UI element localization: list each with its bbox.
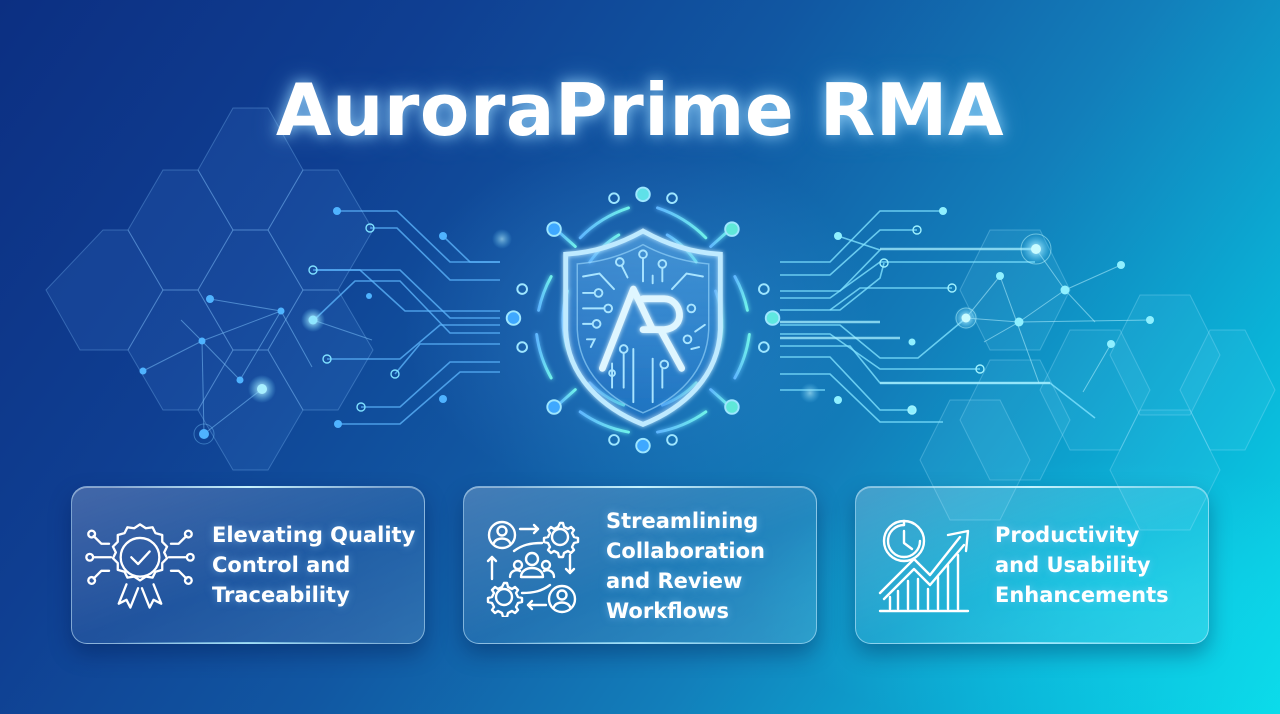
page-title: AuroraPrime RMA xyxy=(275,68,1005,152)
card-title: Streamlining Collaboration and Review Wo… xyxy=(606,509,766,623)
feature-card-quality: Elevating Quality Control and Traceabili… xyxy=(71,486,425,644)
collaboration-workflow-icon xyxy=(486,520,580,617)
feature-card-collaboration: Streamlining Collaboration and Review Wo… xyxy=(463,486,817,644)
card-title: Elevating Quality Control and Traceabili… xyxy=(212,523,416,607)
productivity-growth-chart-icon xyxy=(878,519,970,613)
shield-circuit-icon: AR xyxy=(498,183,781,454)
card-title: Productivity and Usability Enhancements xyxy=(995,523,1169,607)
emblem-monogram: AR xyxy=(498,183,500,186)
feature-card-productivity: Productivity and Usability Enhancements xyxy=(855,486,1209,644)
award-badge-check-icon xyxy=(85,523,195,609)
